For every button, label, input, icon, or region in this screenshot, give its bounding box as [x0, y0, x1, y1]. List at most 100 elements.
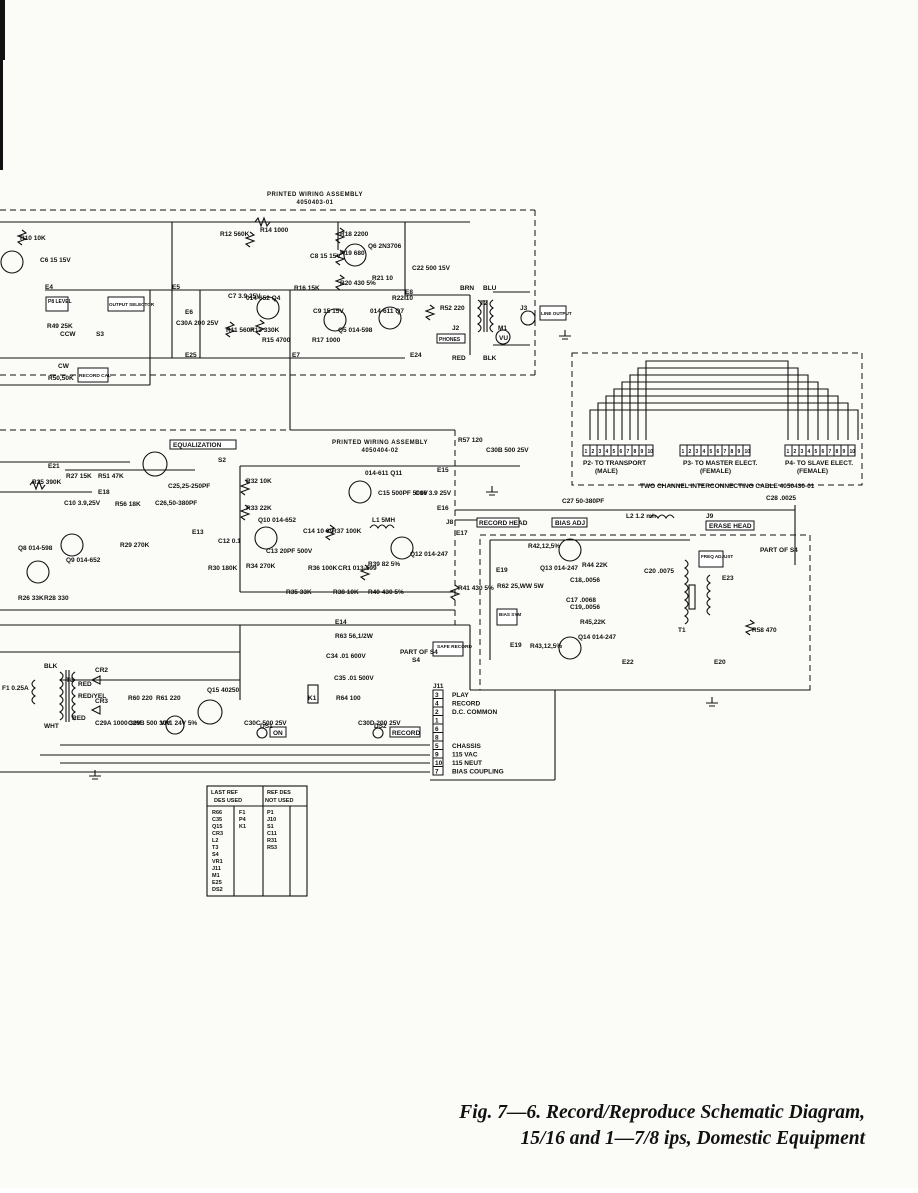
transistor-left-top	[0, 250, 24, 274]
ground-icon	[559, 330, 571, 340]
ref-cell: J10	[267, 817, 276, 823]
label-red-yel: RED/YEL	[78, 693, 106, 700]
transistor-q8	[26, 560, 50, 584]
ref-col2-header: REF DES	[267, 790, 291, 796]
scan-edge-mark	[0, 60, 3, 170]
fuse-f1	[31, 679, 36, 705]
node-e18: E18	[98, 489, 110, 496]
ground-icon	[706, 697, 718, 707]
label-r51: R51 47K	[98, 473, 124, 480]
label-c14: C14 10 6V	[303, 528, 334, 535]
equalization-label: EQUALIZATION	[173, 442, 222, 449]
label-r20: R20 430 5%	[340, 280, 376, 287]
label-cw: CW	[58, 363, 70, 370]
label-r14: R14 1000	[260, 227, 289, 234]
label-cr2: CR2	[95, 667, 108, 674]
p8-level-box	[45, 296, 69, 312]
figure-caption: Fig. 7—6. Record/Reproduce Schematic Dia…	[385, 1100, 865, 1152]
freq-adjust-label: FREQ ADJUST	[701, 554, 733, 559]
ref-cell: M1	[212, 873, 220, 879]
label-r57: R57 120	[458, 437, 483, 444]
label-wht: WHT	[44, 723, 59, 730]
node-e20: E20	[714, 659, 726, 666]
ref-cell: VR1	[212, 859, 223, 865]
label-r25: R25 390K	[32, 479, 62, 486]
node-j9: J9	[706, 513, 714, 520]
label-c27: C27 50-380PF	[562, 498, 604, 505]
record-box	[389, 726, 421, 738]
label-c30b: C30B 500 25V	[486, 447, 529, 454]
p8-level-label: P8 LEVEL	[48, 299, 72, 305]
cable-pin-number: 3	[801, 449, 804, 455]
label-s4: S4	[412, 657, 420, 664]
ref-cell: Q15	[212, 824, 222, 830]
ref-cell: C11	[267, 831, 277, 837]
ref-cell: J11	[212, 866, 221, 872]
phones-box	[436, 333, 466, 344]
label-blk: BLK	[483, 355, 497, 362]
label-vr1: VR1 24V 5%	[160, 720, 197, 727]
label-r13: R13 330K	[250, 327, 280, 334]
label-t2: T2	[480, 300, 488, 307]
label-r36: R36 100K	[308, 565, 338, 572]
resistor-r13	[254, 319, 266, 336]
j11-pin-number: 7	[435, 769, 439, 776]
ref-cell: DS2	[212, 887, 223, 893]
jack-j3	[520, 310, 536, 326]
pwa-top-number: 4050403-01	[296, 200, 333, 206]
label-r61: R61 220	[156, 695, 181, 702]
label-r35: R35 33K	[286, 589, 312, 596]
cable-pin-box	[742, 444, 751, 457]
node-e15: E15	[437, 467, 449, 474]
node-e22: E22	[622, 659, 634, 666]
label-r30: R30 180K	[208, 565, 238, 572]
cable-p4-label: P4- TO SLAVE ELECT.	[785, 460, 853, 467]
j11-pin-label: 115 VAC	[452, 752, 478, 759]
j11-pin-number: 1	[435, 718, 439, 725]
transistor-q14	[558, 636, 582, 660]
node-e16: E16	[437, 505, 449, 512]
resistor-r12	[244, 231, 256, 248]
label-r37: R37 100K	[332, 528, 362, 535]
transistor-q7	[378, 306, 402, 330]
node-e17: E17	[456, 530, 468, 537]
label-c17: C17 .0068	[566, 597, 596, 604]
label-r41: R41 430 5%	[458, 585, 494, 592]
label-r29: R29 270K	[120, 542, 150, 549]
cable-pin-number: 2	[689, 449, 692, 455]
j11-pin-number: 10	[435, 760, 443, 767]
oscillator-border	[479, 534, 811, 691]
label-c8: C8 15 15V	[310, 253, 341, 260]
cable-pin-number: 7	[829, 449, 832, 455]
label-c34: C34 .01 600V	[326, 653, 366, 660]
line-output-box	[539, 305, 567, 321]
cable-pin-number: 10	[850, 449, 856, 455]
transformer-t3-primary	[59, 671, 64, 721]
cable-pin-number: 5	[613, 449, 616, 455]
label-l2: L2 1.2 mh	[626, 513, 656, 520]
cable-pin-number: 4	[703, 449, 706, 455]
label-r32: R32 10K	[246, 478, 272, 485]
resistor-r39	[359, 564, 371, 581]
cable-pin-number: 2	[592, 449, 595, 455]
output-selector-box	[107, 296, 145, 312]
zener-vr1	[165, 715, 185, 735]
label-c7: C7 3.9 25V	[228, 293, 261, 300]
ref-cell: S1	[267, 824, 274, 830]
label-q9: Q9 014-652	[66, 557, 101, 564]
ref-cell: P4	[239, 817, 247, 823]
label-j2: J2	[452, 325, 460, 332]
label-c29a: C29A 1000 30V	[95, 720, 142, 727]
node-e8: E8	[405, 289, 413, 296]
node-e23: E23	[722, 575, 734, 582]
label-r11: R11 560K	[226, 327, 255, 334]
diode-cr3	[90, 705, 101, 715]
label-r64: R64 100	[336, 695, 361, 702]
phones-label: PHONES	[439, 337, 461, 343]
node-e19b: E19	[510, 642, 522, 649]
transistor-q12	[390, 536, 414, 560]
pwa-top-title: PRINTED WIRING ASSEMBLY	[267, 192, 363, 198]
label-c12: C12 0.1	[218, 538, 241, 545]
label-r50: R50,50K	[48, 375, 74, 382]
line-output-label: LINE OUTPUT	[541, 311, 572, 316]
